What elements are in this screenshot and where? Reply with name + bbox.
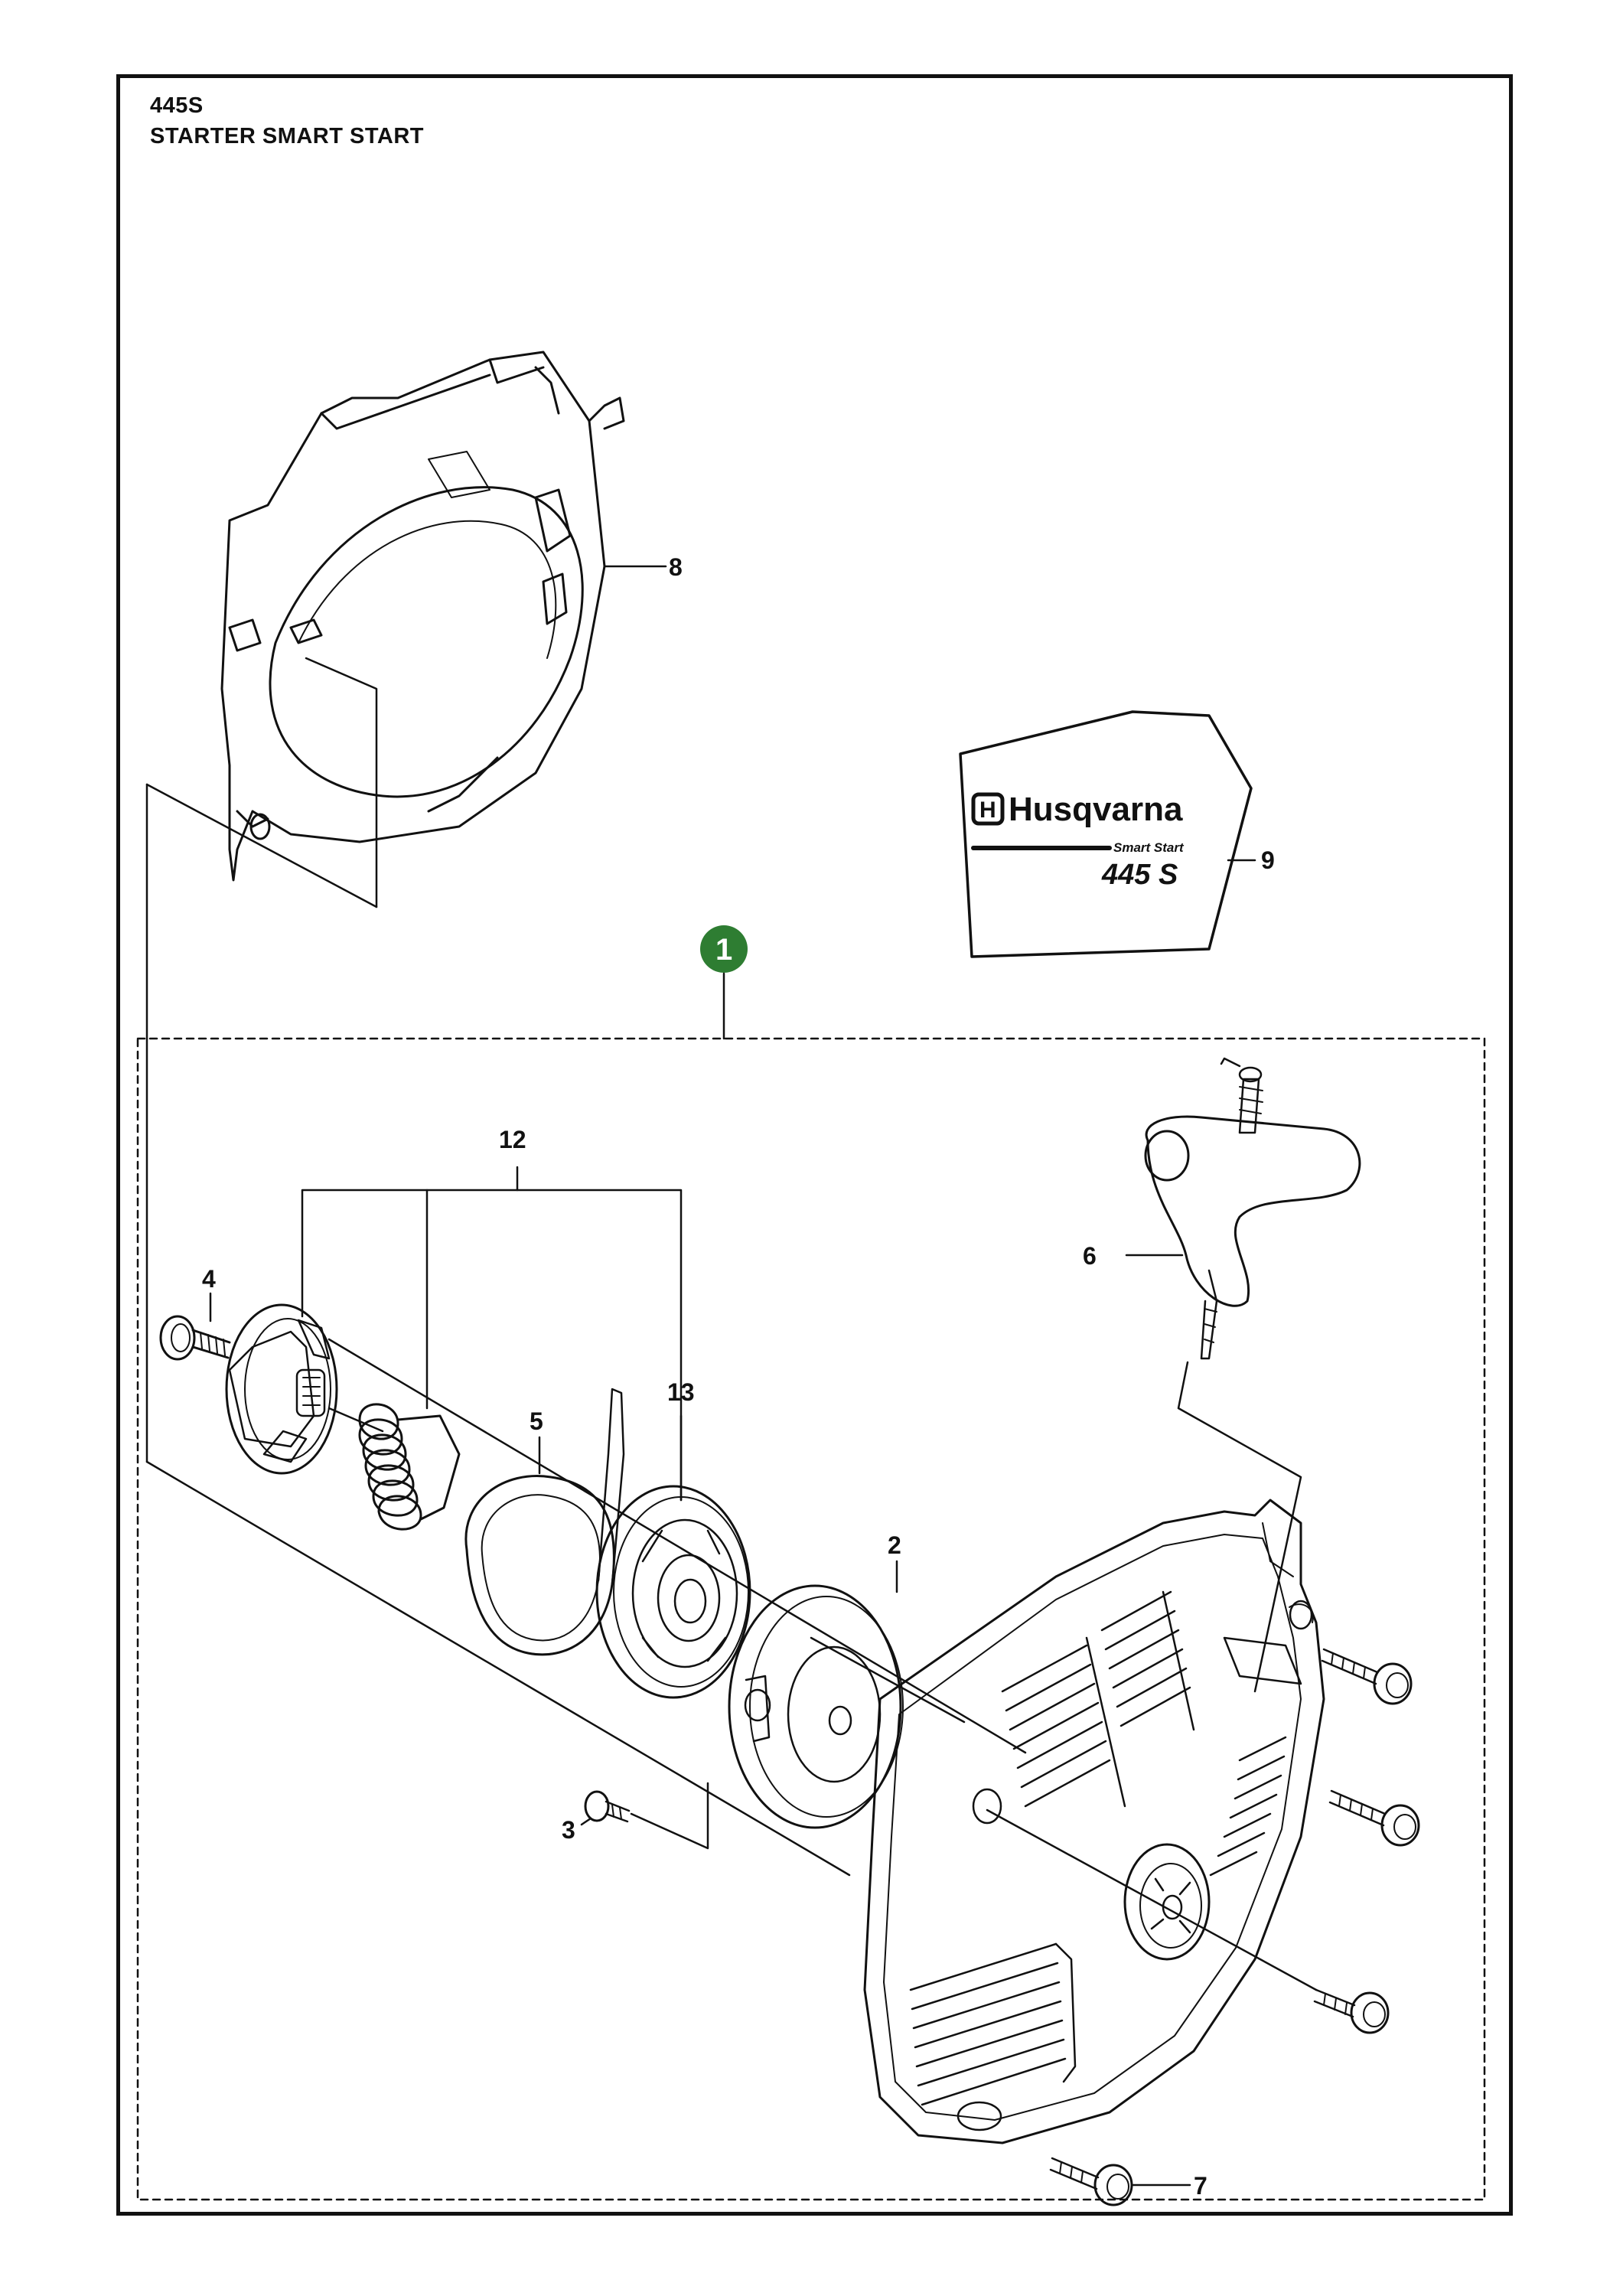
- projection-line-axis-2: [328, 1338, 1027, 1754]
- starter-housing: [863, 1499, 1325, 2144]
- decal-tagline: Smart Start: [1113, 840, 1185, 855]
- callout-6: 6: [1083, 1242, 1097, 1270]
- page-title: STARTER SMART START: [150, 124, 425, 148]
- part-7-screw-a: [1321, 1648, 1413, 1705]
- assembly-badge-label: 1: [715, 933, 732, 967]
- projection-line-3: [630, 1782, 709, 1850]
- callout-2: 2: [888, 1531, 901, 1559]
- part-12-pawl-carrier: [225, 1303, 338, 1475]
- part-7-screw-d: [1049, 2157, 1133, 2206]
- page-header: 445S STARTER SMART START: [150, 90, 424, 152]
- part-6-handle: [1144, 1057, 1361, 1360]
- decal-brand-mark: H: [979, 797, 996, 823]
- part-9-decal: H Husqvarna Smart Start 445 S: [959, 710, 1253, 958]
- part-7-screw-c: [1313, 1988, 1390, 2034]
- projection-line-8b: [145, 783, 378, 908]
- part-7-screw-b: [1328, 1789, 1420, 1847]
- callout-8: 8: [669, 553, 683, 581]
- part-2-starter-pulley: [728, 1584, 904, 1829]
- callout-12: 12: [499, 1126, 526, 1153]
- assembly-1-boundary: [136, 1037, 1486, 2201]
- bracket-12-13: [301, 1189, 683, 1502]
- callout-4: 4: [202, 1265, 216, 1293]
- callout-9: 9: [1261, 846, 1275, 874]
- projection-line-axis: [145, 1460, 851, 1877]
- model-number: 445S: [150, 93, 204, 118]
- part-4-screw: [159, 1315, 231, 1361]
- decal-brand: Husqvarna: [1009, 791, 1183, 828]
- decal-model: 445 S: [1101, 859, 1178, 891]
- part-13-rope-pulley: [595, 1485, 751, 1699]
- page-frame: [116, 74, 1513, 2216]
- part-3-screw: [584, 1790, 631, 1823]
- callout-13: 13: [667, 1378, 695, 1406]
- callout-3: 3: [562, 1816, 575, 1844]
- callout-7: 7: [1194, 2172, 1207, 2200]
- assembly-badge: [700, 925, 748, 973]
- part-12-spring: [358, 1403, 461, 1531]
- callout-5: 5: [530, 1407, 543, 1435]
- part-5-recoil-spring: [464, 1388, 625, 1656]
- projection-line-6: [1177, 1361, 1302, 1693]
- part-8-fan-housing: [220, 351, 625, 882]
- husqvarna-logo-icon: [971, 792, 1005, 826]
- projection-line-8a: [305, 657, 378, 908]
